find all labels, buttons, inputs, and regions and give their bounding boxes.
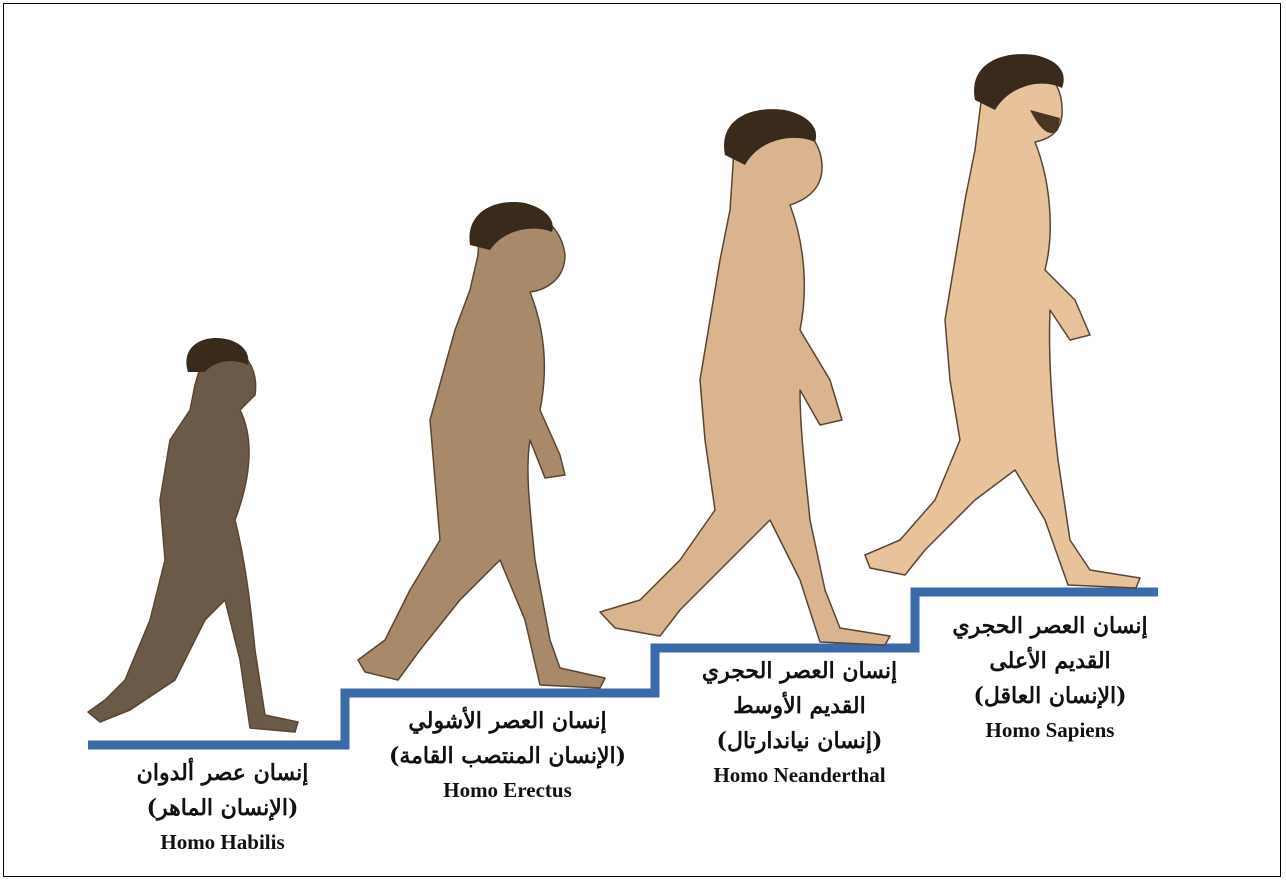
figure-homo-neanderthal bbox=[600, 109, 890, 645]
latin-name: Homo Neanderthal bbox=[672, 765, 927, 786]
arabic-name-line: إنسان العصر الأشولي bbox=[370, 710, 645, 732]
figure-homo-erectus bbox=[358, 202, 605, 688]
latin-name: Homo Habilis bbox=[95, 832, 350, 853]
arabic-name-line: إنسان العصر الحجري bbox=[935, 615, 1165, 637]
figure-homo-habilis bbox=[88, 338, 298, 732]
label-homo-neanderthal: إنسان العصر الحجري القديم الأوسط (إنسان … bbox=[672, 660, 927, 786]
arabic-name-line: القديم الأوسط bbox=[672, 695, 927, 717]
label-homo-habilis: إنسان عصر ألدوان (الإنسان الماهر) Homo H… bbox=[95, 762, 350, 853]
latin-name: Homo Erectus bbox=[370, 780, 645, 801]
arabic-name-line: (الإنسان المنتصب القامة) bbox=[370, 745, 645, 767]
arabic-name-line: (الإنسان العاقل) bbox=[935, 685, 1165, 707]
arabic-name-line: إنسان العصر الحجري bbox=[672, 660, 927, 682]
arabic-name-line: (الإنسان الماهر) bbox=[95, 797, 350, 819]
figure-homo-sapiens bbox=[865, 54, 1140, 588]
latin-name: Homo Sapiens bbox=[935, 720, 1165, 741]
arabic-name-line: إنسان عصر ألدوان bbox=[95, 762, 350, 784]
arabic-name-line: (إنسان نياندارتال) bbox=[672, 730, 927, 752]
label-homo-sapiens: إنسان العصر الحجري القديم الأعلى (الإنسا… bbox=[935, 615, 1165, 741]
label-homo-erectus: إنسان العصر الأشولي (الإنسان المنتصب الق… bbox=[370, 710, 645, 801]
arabic-name-line: القديم الأعلى bbox=[935, 650, 1165, 672]
